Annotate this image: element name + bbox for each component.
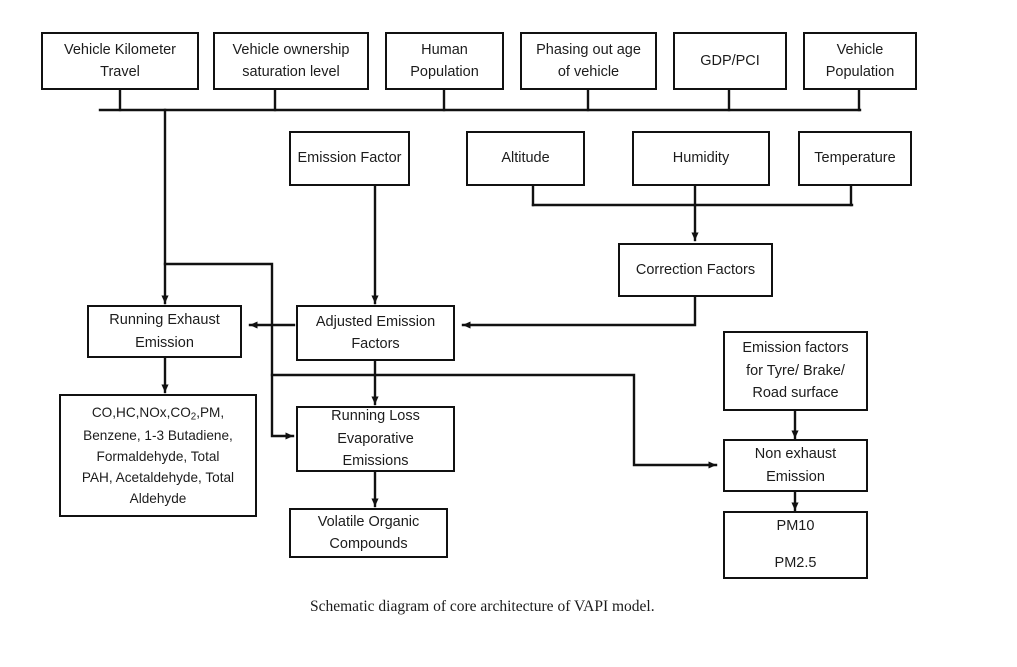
node-label: Adjusted Emission Factors bbox=[315, 313, 436, 352]
node-label: Emission Factor bbox=[297, 150, 402, 167]
node-label: Running Loss Evaporative Emissions bbox=[331, 408, 420, 470]
node-label: Non exhaust Emission bbox=[754, 446, 837, 485]
node-humidity[interactable]: Humidity bbox=[632, 131, 770, 186]
node-altitude[interactable]: Altitude bbox=[466, 131, 585, 186]
pollutants-remaining-lines: Benzene, 1-3 Butadiene, Formaldehyde, To… bbox=[81, 427, 235, 507]
wire-correction-to-adjusted bbox=[461, 295, 697, 329]
node-vehicle-kilometer-travel[interactable]: Vehicle Kilometer Travel bbox=[41, 32, 199, 90]
node-label: Vehicle Population bbox=[825, 41, 895, 80]
node-label: Altitude bbox=[501, 150, 550, 167]
node-label: Temperature bbox=[814, 150, 896, 167]
node-running-exhaust-emission[interactable]: Running Exhaust Emission bbox=[87, 305, 242, 358]
node-pollutant-outputs[interactable]: CO,HC,NOx,CO2,PM, Benzene, 1-3 Butadiene,… bbox=[59, 394, 257, 517]
node-label: Running Exhaust Emission bbox=[109, 312, 220, 351]
node-emission-factors-tyre-brake-road[interactable]: Emission factors for Tyre/ Brake/ Road s… bbox=[723, 331, 868, 411]
node-non-exhaust-emission[interactable]: Non exhaust Emission bbox=[723, 439, 868, 492]
node-label: Vehicle Kilometer Travel bbox=[63, 41, 177, 80]
node-label: Phasing out age of vehicle bbox=[536, 41, 641, 80]
node-label: Emission factors for Tyre/ Brake/ Road s… bbox=[742, 340, 849, 402]
node-phasing-out-age-of-vehicle[interactable]: Phasing out age of vehicle bbox=[520, 32, 657, 90]
node-pm-outputs[interactable]: PM10 PM2.5 bbox=[723, 511, 868, 579]
node-emission-factor[interactable]: Emission Factor bbox=[289, 131, 410, 186]
node-label: PM10 PM2.5 bbox=[774, 517, 817, 572]
pollutants-subscript-2: 2 bbox=[190, 411, 197, 423]
node-label: Volatile Organic Compounds bbox=[317, 513, 420, 552]
node-temperature[interactable]: Temperature bbox=[798, 131, 912, 186]
node-gdp-pci[interactable]: GDP/PCI bbox=[673, 32, 787, 90]
node-label: Humidity bbox=[672, 150, 730, 167]
node-volatile-organic-compounds[interactable]: Volatile Organic Compounds bbox=[289, 508, 448, 558]
node-human-population[interactable]: Human Population bbox=[385, 32, 504, 90]
node-vehicle-ownership-saturation-level[interactable]: Vehicle ownership saturation level bbox=[213, 32, 369, 90]
figure-caption: Schematic diagram of core architecture o… bbox=[310, 598, 655, 615]
node-label: Correction Factors bbox=[635, 261, 756, 278]
node-label: Vehicle ownership saturation level bbox=[232, 41, 350, 80]
node-label: GDP/PCI bbox=[700, 52, 760, 69]
pollutants-line-1-part-a: CO,HC,NOx,CO bbox=[91, 404, 191, 420]
node-vehicle-population[interactable]: Vehicle Population bbox=[803, 32, 917, 90]
node-adjusted-emission-factors[interactable]: Adjusted Emission Factors bbox=[296, 305, 455, 361]
node-label: CO,HC,NOx,CO2,PM, Benzene, 1-3 Butadiene,… bbox=[67, 402, 249, 509]
node-label: Human Population bbox=[410, 41, 479, 80]
node-running-loss-evaporative-emissions[interactable]: Running Loss Evaporative Emissions bbox=[296, 406, 455, 472]
node-correction-factors[interactable]: Correction Factors bbox=[618, 243, 773, 297]
pollutants-line-1-part-b: ,PM, bbox=[196, 404, 225, 420]
